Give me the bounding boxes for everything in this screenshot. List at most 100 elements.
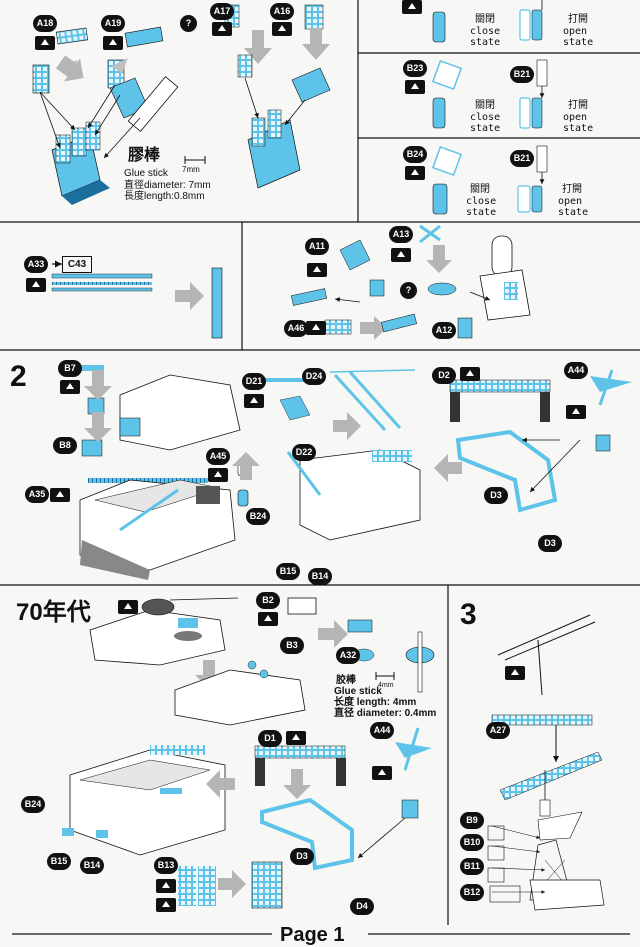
callout-b23: B23 — [403, 60, 427, 77]
callout-a17: A17 — [210, 3, 234, 20]
glue-stick-scale: 7mm — [182, 165, 200, 174]
closed-label-en: close — [470, 26, 501, 37]
glue-stick-scale-lower: 4mm — [378, 682, 394, 689]
seventies-assembly — [62, 597, 435, 909]
callout-b7: B7 — [58, 360, 82, 377]
glue-stick-length: 長度length:0.8mm — [124, 191, 205, 202]
callout-a18: A18 — [33, 15, 57, 32]
callout-a32: A32 — [336, 647, 360, 664]
callout-d3: D3 — [484, 487, 508, 504]
step-70s-title: 70年代 — [16, 599, 91, 626]
open-label-zh: 打開 — [568, 100, 588, 111]
callout-d3: D3 — [538, 535, 562, 552]
callout-b11: B11 — [460, 858, 484, 875]
closed-label-state: state — [466, 207, 497, 218]
callout-b15: B15 — [276, 563, 300, 580]
callout-b14: B14 — [308, 568, 332, 585]
part-symbol-icon — [26, 278, 46, 292]
assembly-a-top-left — [32, 26, 179, 205]
part-symbol-icon — [505, 666, 525, 680]
callout-a33: A33 — [24, 256, 48, 273]
part-symbol-icon — [307, 263, 327, 277]
scale-bars — [184, 156, 395, 680]
callout-b12: B12 — [460, 884, 484, 901]
part-symbol-icon — [208, 468, 228, 482]
door-states — [431, 0, 548, 215]
callout-d4: D4 — [350, 898, 374, 915]
part-symbol-icon — [405, 80, 425, 94]
part-symbol-icon — [405, 166, 425, 180]
glue-stick-title: 膠棒 — [128, 147, 161, 164]
open-label-zh: 打開 — [568, 14, 588, 25]
callout-b10: B10 — [460, 834, 484, 851]
closed-label-state: state — [470, 37, 501, 48]
callout-a27: A27 — [486, 722, 510, 739]
glue-stick-diameter: 直徑diameter: 7mm — [124, 180, 211, 191]
part-symbol-icon — [156, 879, 176, 893]
callout-d2: D2 — [432, 367, 456, 384]
glue-stick-english-lower: Glue stick — [334, 686, 382, 697]
callout-a44: A44 — [564, 362, 588, 379]
callout-b14: B14 — [80, 857, 104, 874]
page-number: Page 1 — [280, 924, 345, 946]
part-symbol-icon — [212, 22, 232, 36]
callout-b13: B13 — [154, 857, 178, 874]
callout-b21: B21 — [510, 66, 534, 83]
open-label-state: state — [563, 123, 594, 134]
callout-b15: B15 — [47, 853, 71, 870]
part-c43: C43 — [62, 256, 92, 273]
callout-b2: B2 — [256, 592, 280, 609]
closed-label-en: close — [470, 112, 501, 123]
callout-b9: B9 — [460, 812, 484, 829]
callout-b3: B3 — [280, 637, 304, 654]
question-mark-icon: ? — [180, 15, 197, 32]
glue-stick-title-lower: 胶棒 — [336, 675, 356, 686]
callout-a44: A44 — [370, 722, 394, 739]
glue-stick-diameter-lower: 直径 diameter: 0.4mm — [334, 708, 437, 719]
part-symbol-icon — [272, 22, 292, 36]
part-symbol-icon — [156, 898, 176, 912]
glue-stick-length-lower: 长度 length: 4mm — [334, 697, 417, 708]
part-symbol-icon — [103, 36, 123, 50]
part-symbol-icon — [391, 248, 411, 262]
callout-a12: A12 — [432, 322, 456, 339]
part-symbol-icon — [258, 612, 278, 626]
closed-label-en: close — [466, 196, 497, 207]
callout-a45: A45 — [206, 448, 230, 465]
closed-label-zh: 關閉 — [475, 14, 495, 25]
part-symbol-icon — [566, 405, 586, 419]
part-symbol-icon — [372, 766, 392, 780]
open-label-zh: 打開 — [562, 184, 582, 195]
callout-d21: D21 — [242, 373, 266, 390]
callout-b24: B24 — [246, 508, 270, 525]
callout-d1: D1 — [258, 730, 282, 747]
closed-label-zh: 關閉 — [470, 184, 490, 195]
callout-d24: D24 — [302, 368, 326, 385]
part-symbol-icon — [50, 488, 70, 502]
open-label-en: open — [558, 196, 583, 207]
step-3-number: 3 — [460, 598, 477, 631]
assembly-c-rails — [51, 260, 223, 339]
callout-a13: A13 — [389, 226, 413, 243]
part-symbol-icon — [460, 367, 480, 381]
open-label-state: state — [558, 207, 589, 218]
callout-b21: B21 — [510, 150, 534, 167]
callout-d3: D3 — [290, 848, 314, 865]
assembly-a-top-middle — [224, 4, 331, 189]
open-label-state: state — [563, 37, 594, 48]
part-symbol-icon — [402, 0, 422, 14]
part-symbol-icon — [35, 36, 55, 50]
assembly-d-mast — [291, 224, 531, 340]
callout-b8: B8 — [53, 437, 77, 454]
callout-d22: D22 — [292, 444, 316, 461]
closed-label-state: state — [470, 123, 501, 134]
part-symbol-icon — [286, 731, 306, 745]
part-symbol-icon — [60, 380, 80, 394]
glue-stick-english: Glue stick — [124, 168, 168, 179]
step-2-number: 2 — [10, 360, 27, 393]
part-symbol-icon — [306, 321, 326, 335]
closed-label-zh: 關閉 — [475, 100, 495, 111]
